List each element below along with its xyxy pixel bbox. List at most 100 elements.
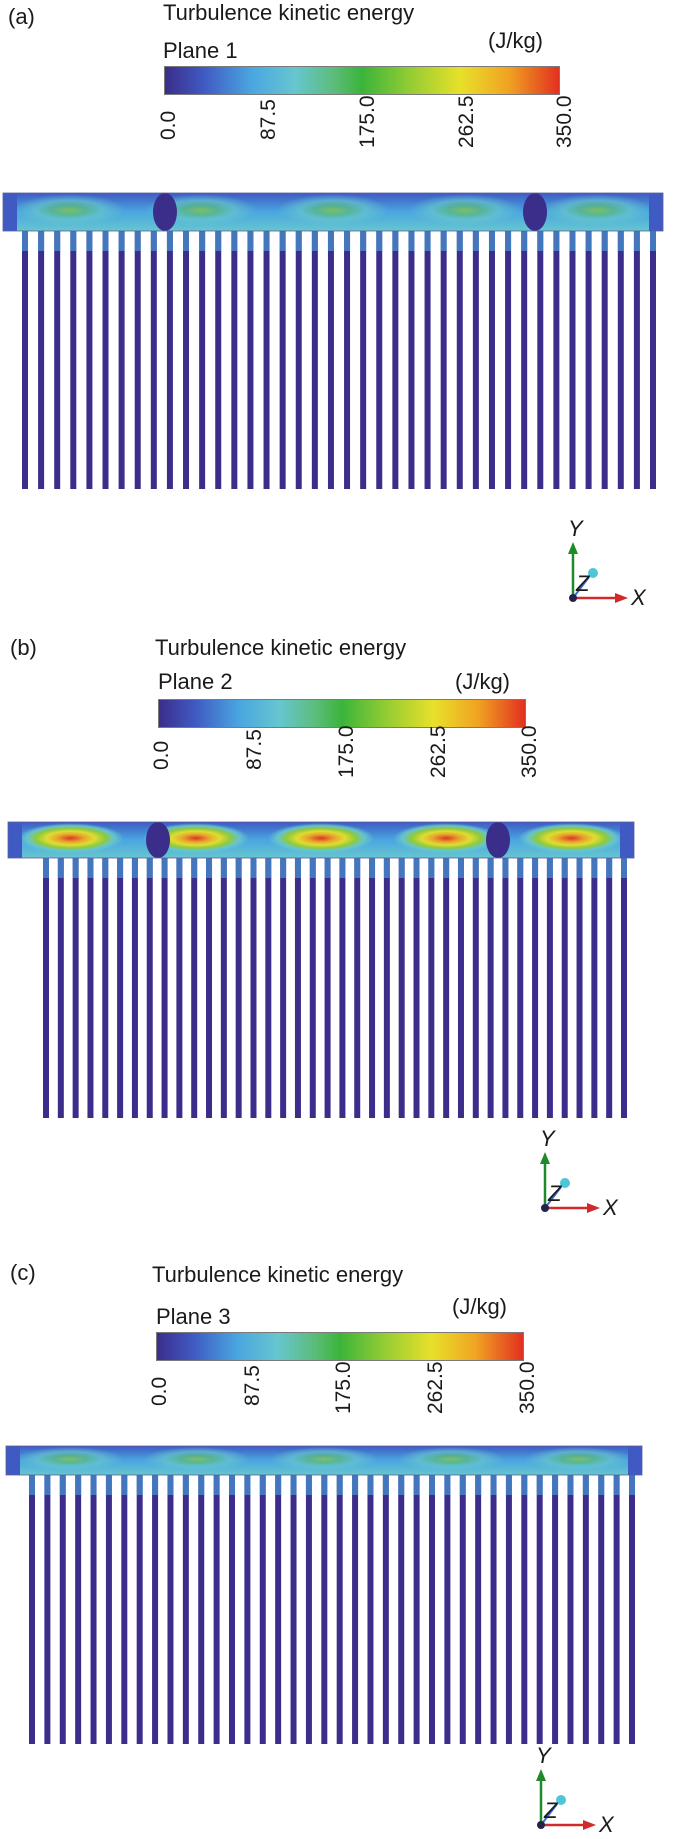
fin	[517, 856, 524, 1118]
fin-inlet	[537, 229, 544, 251]
fin-inlet	[488, 229, 495, 251]
fin-inlet	[344, 229, 351, 251]
inlet-hole	[146, 822, 170, 858]
fin-inlet	[183, 229, 190, 251]
fin	[383, 856, 390, 1118]
fin-inlet	[206, 856, 213, 878]
fin	[617, 229, 624, 489]
fin-inlet	[279, 229, 286, 251]
fin-inlet	[553, 229, 560, 251]
fin-inlet	[220, 856, 227, 878]
fin-inlet	[598, 1473, 605, 1495]
coordinate-axes: YZX	[540, 1126, 619, 1220]
fin	[136, 1473, 143, 1744]
colorbar-unit: (J/kg)	[488, 28, 543, 53]
fin	[117, 856, 124, 1118]
fin	[621, 856, 627, 1118]
fin	[215, 229, 222, 489]
fin-inlet	[215, 229, 222, 251]
contour-plot	[7, 821, 635, 1118]
fin-inlet	[569, 229, 576, 251]
fin-inlet	[369, 856, 376, 878]
inlet-hole	[486, 822, 510, 858]
colorbar-title: Turbulence kinetic energy	[163, 0, 415, 25]
colorbar	[164, 66, 560, 95]
header-end	[3, 193, 17, 231]
fin-inlet	[54, 229, 61, 251]
fin	[72, 856, 79, 1118]
fin-inlet	[161, 856, 168, 878]
fin-inlet	[472, 229, 479, 251]
header-end	[620, 822, 634, 858]
fin	[344, 229, 351, 489]
fin-inlet	[44, 1473, 51, 1495]
fin-inlet	[360, 229, 367, 251]
fin	[305, 1473, 312, 1744]
fin-inlet	[70, 229, 77, 251]
fin	[606, 856, 613, 1118]
turbulence-hotspot	[276, 194, 390, 227]
fin-inlet	[229, 1473, 235, 1495]
header-outline	[2, 192, 664, 232]
fin	[146, 856, 153, 1118]
fin-inlet	[176, 856, 183, 878]
fin-inlet	[263, 229, 270, 251]
fin	[311, 229, 318, 489]
fin	[295, 229, 302, 489]
fin-inlet	[305, 1473, 312, 1495]
turbulence-hotspot	[142, 1446, 251, 1472]
fin-inlet	[621, 856, 627, 878]
fin-inlet	[352, 1473, 359, 1495]
contour-plot	[5, 1445, 643, 1744]
fin	[263, 229, 270, 489]
fin-inlet	[121, 1473, 128, 1495]
fin	[536, 1473, 543, 1744]
fin-inlet	[650, 229, 656, 251]
x-axis-label: X	[630, 585, 647, 610]
fin	[629, 1473, 635, 1744]
fin-inlet	[354, 856, 361, 878]
fin	[279, 229, 286, 489]
fin	[198, 1473, 205, 1744]
turbulence-hotspot	[15, 1446, 124, 1472]
turbulence-hotspot	[12, 194, 126, 227]
fin	[576, 856, 583, 1118]
colorbar	[158, 699, 526, 728]
origin-dot	[541, 1204, 549, 1212]
fin	[290, 1473, 297, 1744]
x-arrow	[583, 1820, 596, 1830]
fin	[339, 856, 346, 1118]
fin-inlet	[490, 1473, 497, 1495]
fin	[275, 1473, 282, 1744]
colorbar-title: Turbulence kinetic energy	[155, 635, 407, 660]
fin	[199, 229, 206, 489]
z-axis-label: Z	[575, 571, 591, 596]
fin	[546, 856, 553, 1118]
fin-inlet	[339, 856, 346, 878]
fin-inlet	[244, 1473, 251, 1495]
fin	[457, 856, 464, 1118]
fin	[369, 856, 376, 1118]
fin-inlet	[117, 856, 124, 878]
fin-inlet	[606, 856, 613, 878]
header-end	[6, 1446, 20, 1475]
fin-inlet	[152, 1473, 159, 1495]
fin-inlet	[231, 229, 238, 251]
fin	[487, 856, 494, 1118]
fin	[428, 856, 435, 1118]
fin-inlet	[247, 229, 254, 251]
fin	[70, 229, 77, 489]
fin-inlet	[295, 229, 302, 251]
y-arrow	[536, 1769, 546, 1781]
fin-inlet	[424, 229, 431, 251]
fin-inlet	[413, 1473, 420, 1495]
fin-inlet	[475, 1473, 482, 1495]
fin	[472, 229, 479, 489]
fin	[650, 229, 656, 489]
panel-label: (a)	[8, 4, 35, 29]
fin	[561, 856, 568, 1118]
fin	[488, 229, 495, 489]
fin	[582, 1473, 589, 1744]
fin-inlet	[613, 1473, 620, 1495]
fin-inlet	[502, 856, 509, 878]
